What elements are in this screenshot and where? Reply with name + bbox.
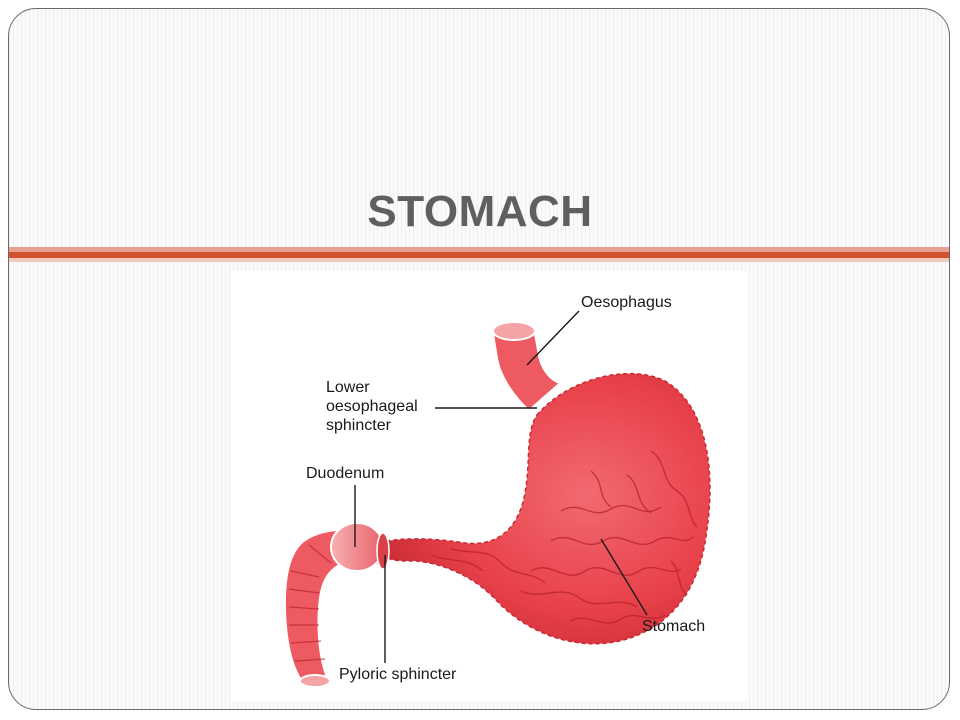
title-divider-top: [9, 247, 949, 252]
label-duodenum: Duodenum: [306, 465, 385, 482]
label-lower-oesophageal-sphincter: Lower oesophageal sphincter: [326, 379, 418, 434]
label-stomach: Stomach: [642, 618, 706, 635]
pyloric-sphincter-ring: [376, 532, 390, 570]
slide: STOMACH: [8, 8, 950, 710]
title-divider-bottom: [9, 258, 949, 262]
leader-oesophagus: [526, 310, 580, 366]
stomach-diagram: Oesophagus Lower oesophageal sphincter D…: [231, 271, 747, 701]
pyloric-bulb: [330, 522, 384, 572]
leader-lines: [354, 310, 648, 663]
leader-stomach: [600, 538, 648, 616]
slide-title: STOMACH: [367, 187, 593, 236]
duodenum-folds: [288, 544, 332, 662]
stomach-inner-wall: [386, 372, 711, 645]
title-divider-accent: [9, 252, 949, 258]
gastric-rugae: [430, 450, 698, 624]
label-oesophagus: Oesophagus: [581, 294, 672, 311]
label-pyloric-sphincter: Pyloric sphincter: [339, 666, 457, 683]
stomach-illustration: [282, 310, 724, 688]
duodenum-opening: [299, 674, 331, 688]
oesophagus-opening: [492, 321, 536, 341]
